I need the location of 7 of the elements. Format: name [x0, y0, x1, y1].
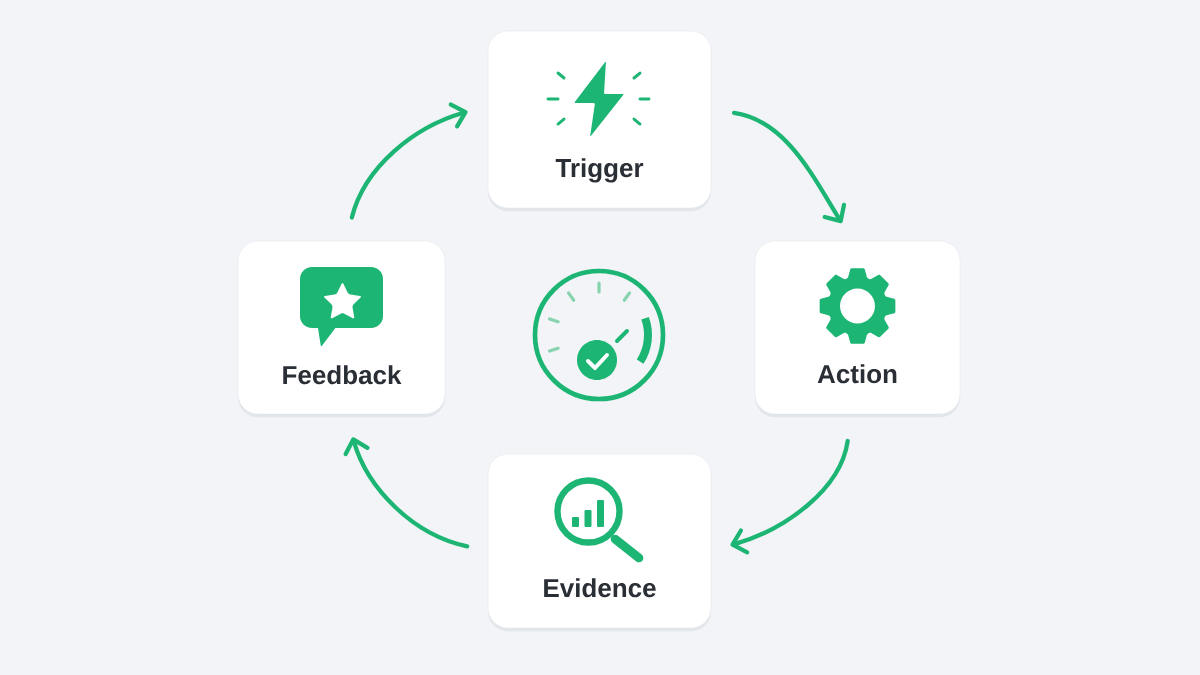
curved-arrow — [343, 437, 470, 549]
curved-arrow — [730, 438, 850, 555]
card: Action — [754, 240, 961, 418]
card: Trigger — [487, 30, 712, 212]
curved-arrow — [349, 102, 468, 220]
curved-arrow — [731, 110, 847, 224]
card: Evidence — [487, 453, 712, 632]
